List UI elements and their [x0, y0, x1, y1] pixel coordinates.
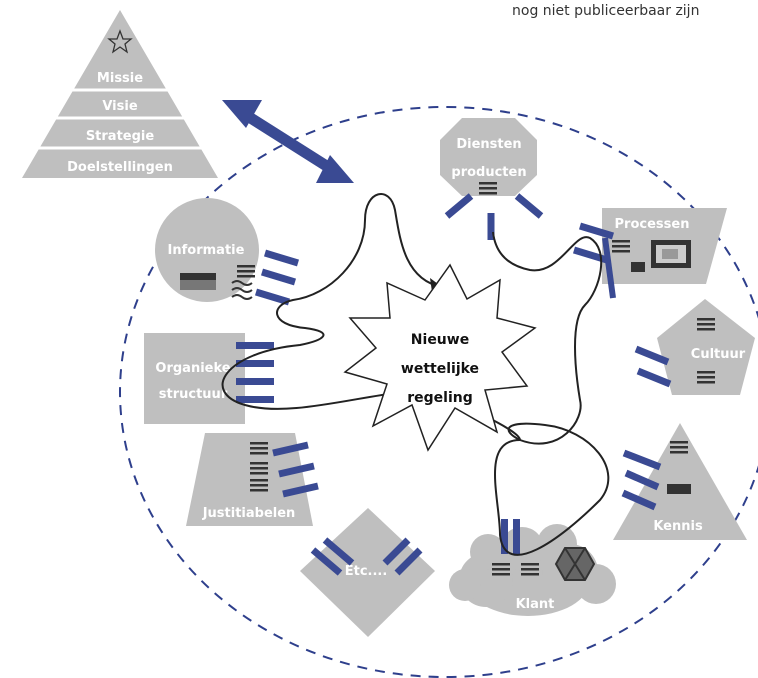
- element-processen: Processen: [572, 208, 727, 299]
- block-icon: [667, 484, 691, 494]
- document-icon: [697, 318, 715, 331]
- double-arrow-icon: [222, 100, 354, 183]
- connection-curve: [221, 193, 610, 556]
- klant-label: Klant: [516, 597, 555, 612]
- card-icon: [180, 273, 216, 290]
- pyramid-visie: Visie: [102, 99, 137, 114]
- element-diensten: Diensten producten: [440, 118, 544, 240]
- top-caption: nog niet publiceerbaar zijn: [512, 3, 700, 19]
- etc-label: Etc....: [345, 564, 388, 579]
- window-icon: [651, 240, 691, 268]
- element-justitiabelen: Justitiabelen: [186, 433, 319, 526]
- diensten-label-2: producten: [451, 165, 526, 180]
- processen-label: Processen: [615, 217, 690, 232]
- star-icon: [107, 29, 133, 54]
- element-kennis: Kennis: [613, 423, 747, 540]
- justitiabelen-label: Justitiabelen: [202, 506, 296, 521]
- pyramid-missie: Missie: [97, 71, 143, 86]
- strategy-pyramid: Missie Visie Strategie Doelstellingen: [22, 10, 218, 178]
- document-icon: [250, 479, 268, 492]
- hexagon-icon: [554, 547, 596, 581]
- document-icon: [492, 563, 510, 576]
- organization-boundary: [119, 106, 758, 678]
- pyramid-strategie: Strategie: [86, 129, 155, 144]
- diensten-label-1: Diensten: [456, 137, 521, 152]
- cultuur-label: Cultuur: [691, 347, 746, 362]
- new-regulation-starburst: Nieuwe wettelijke regeling: [343, 263, 537, 452]
- block-icon: [631, 262, 645, 272]
- kennis-label: Kennis: [653, 519, 703, 534]
- center-label-3: regeling: [407, 390, 473, 406]
- document-icon: [697, 371, 715, 384]
- center-label-2: wettelijke: [401, 361, 479, 377]
- element-informatie: Informatie: [155, 198, 300, 306]
- document-icon: [612, 240, 630, 253]
- document-icon: [250, 462, 268, 475]
- element-etc: Etc....: [300, 508, 435, 637]
- document-icon: [670, 441, 688, 454]
- element-organieke-structuur: Organieke structuur: [144, 333, 274, 424]
- organieke-label-1: Organieke: [155, 361, 230, 376]
- element-klant: Klant: [449, 519, 616, 616]
- element-cultuur: Cultuur: [634, 299, 755, 395]
- document-icon: [237, 265, 255, 278]
- document-icon: [479, 182, 497, 195]
- organieke-label-2: structuur: [159, 387, 228, 402]
- center-label-1: Nieuwe: [411, 332, 469, 348]
- wave-lines-icon: [231, 280, 253, 300]
- document-icon: [521, 563, 539, 576]
- document-icon: [250, 442, 268, 455]
- pyramid-doelstellingen: Doelstellingen: [67, 160, 173, 175]
- informatie-label: Informatie: [168, 243, 245, 258]
